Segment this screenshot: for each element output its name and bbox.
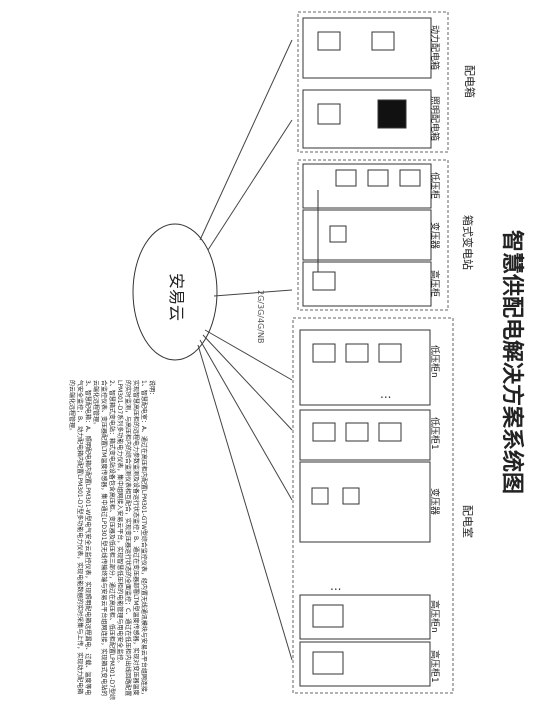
transformer-sensor-1	[311, 487, 329, 505]
note-item-1: 1、智慧配电室：A、通过在高压柜内配置LPM301-GTW型综合监控仪表，经内置…	[116, 380, 147, 698]
link-box-substation	[213, 289, 293, 297]
section-box-substation: 箱式变电站	[461, 215, 474, 270]
box-transformer-sensor	[329, 225, 347, 243]
label-lighting-box: 照明配电箱	[429, 96, 439, 142]
box-lv-meter-c	[399, 169, 421, 187]
box-lv-block	[302, 163, 432, 209]
power-meter-a	[317, 31, 341, 51]
hv-cabinet-1	[299, 641, 431, 687]
box-lv-meter-b	[367, 169, 389, 187]
note-item-3: 3、智慧配电箱：A、照明配电箱内配置LPM301-W型电气安全云监控仪表，实现照…	[68, 380, 91, 696]
label-hvn: 高压柜n	[429, 600, 439, 633]
cloud-shape	[132, 223, 218, 361]
transformer-sensor-2	[342, 487, 360, 505]
lighting-box-block	[302, 89, 432, 149]
box-transformer-block	[302, 209, 432, 261]
distribution-room-frame	[292, 317, 454, 694]
box-substation-frame	[297, 159, 449, 311]
label-lvn: 低压柜n	[429, 345, 439, 378]
hv-cabinet-n	[299, 594, 431, 640]
box-lv-meter-a	[335, 169, 357, 187]
hv-ellipsis: ...	[330, 579, 341, 593]
link-distribution-room	[204, 329, 293, 381]
lighting-meter	[317, 103, 341, 125]
label-transformer: 变压器	[429, 488, 439, 516]
lv-ellipsis: ...	[380, 387, 391, 401]
notes-block: 说明： 1、智慧配电室：A、通过在高压柜内配置LPM301-GTW型综合监控仪表…	[67, 380, 155, 700]
distribution-box-frame	[297, 11, 449, 153]
link-power-box	[199, 39, 293, 241]
box-hv-meter	[312, 271, 336, 291]
power-meter-b	[371, 31, 395, 51]
label-box-transformer: 变压器	[429, 222, 439, 250]
lv-meter-b	[345, 422, 369, 442]
lv-meter-a	[312, 422, 336, 442]
power-box-block	[302, 17, 432, 79]
label-lv1: 低压柜1	[429, 417, 439, 450]
note-item-2: 2、智慧箱式变电站：箱式变电站设备包含高压柜、变压器及低压柜三部分，通过在高压柜…	[92, 380, 115, 701]
lv-cabinet-n	[299, 329, 431, 406]
hv-meter-n	[312, 604, 344, 628]
diagram-title: 智慧供配电解决方案系统图	[499, 230, 524, 495]
label-power-box: 动力配电箱	[429, 25, 439, 71]
link-hv	[197, 344, 293, 661]
link-lv	[202, 334, 293, 431]
notes-heading: 说明：	[148, 380, 155, 399]
section-distribution-box: 配电箱	[463, 65, 476, 98]
section-distribution-room: 配电室	[461, 505, 474, 538]
network-label: 2G/3G/4G/NB	[256, 290, 265, 344]
hv-meter-1	[312, 651, 344, 675]
link-transformer	[199, 339, 293, 501]
lighting-screen	[377, 99, 407, 129]
lv-cabinet-1	[299, 409, 431, 461]
lv-meter-f	[378, 343, 402, 363]
lv-meter-c	[378, 422, 402, 442]
label-box-hv: 高压柜	[429, 270, 439, 298]
label-box-lv: 低压柜	[429, 172, 439, 200]
box-hv-block	[302, 261, 432, 307]
lv-meter-e	[345, 343, 369, 363]
link-distribution-box	[207, 119, 293, 251]
transformer-block	[299, 461, 431, 543]
label-hv1: 高压柜1	[429, 650, 439, 683]
lv-meter-d	[312, 343, 336, 363]
cloud-label: 安易云	[167, 273, 186, 322]
